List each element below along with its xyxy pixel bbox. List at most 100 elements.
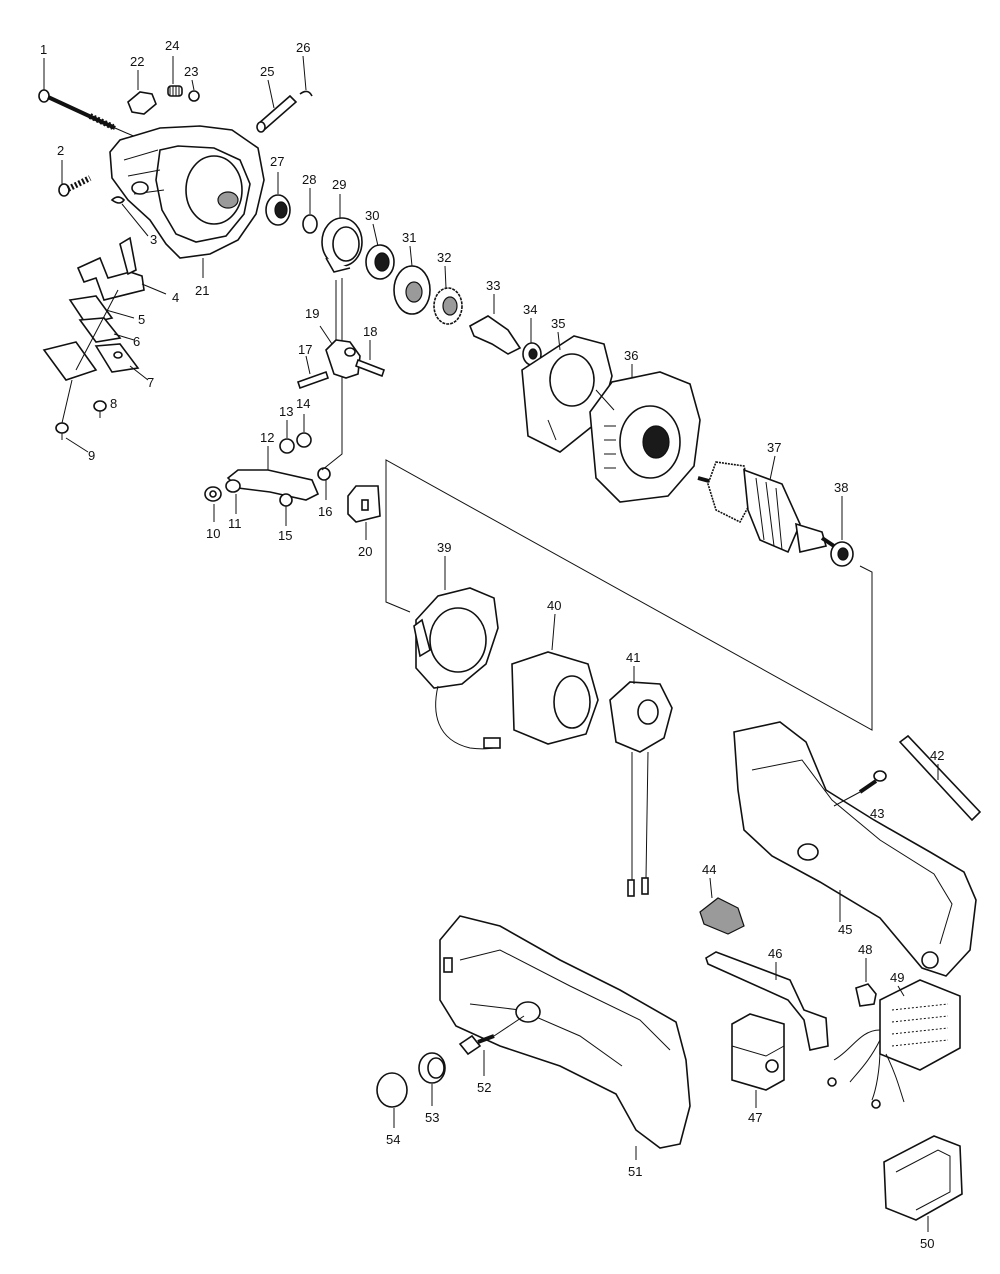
label-41: 41 [626, 650, 640, 665]
label-31: 31 [402, 230, 416, 245]
part-16-washer [317, 467, 331, 500]
label-54: 54 [386, 1132, 400, 1147]
part-45-housing-right [733, 721, 977, 977]
part-10-washer [204, 486, 222, 522]
part-35-gasket [521, 331, 613, 453]
label-7: 7 [147, 375, 154, 390]
part-9-screw [55, 379, 89, 453]
part-22-block [127, 70, 157, 115]
part-28-washer [302, 188, 318, 234]
label-24: 24 [165, 38, 179, 53]
part-50-battery-holder [883, 1135, 963, 1232]
label-16: 16 [318, 504, 332, 519]
label-26: 26 [296, 40, 310, 55]
label-46: 46 [768, 946, 782, 961]
label-53: 53 [425, 1110, 439, 1125]
part-38-bearing [830, 496, 854, 567]
label-8: 8 [110, 396, 117, 411]
part-4-bracket [76, 236, 167, 301]
label-50: 50 [920, 1236, 934, 1251]
part-29-retainer [321, 194, 363, 340]
label-38: 38 [834, 480, 848, 495]
label-2: 2 [57, 143, 64, 158]
label-39: 39 [437, 540, 451, 555]
part-6-plate [78, 317, 135, 343]
part-36-motor-housing [589, 364, 701, 503]
part-26-clip [299, 55, 313, 97]
label-6: 6 [133, 334, 140, 349]
label-9: 9 [88, 448, 95, 463]
part-37-armature [697, 455, 836, 554]
label-28: 28 [302, 172, 316, 187]
part-14-washer [296, 414, 312, 448]
part-52-screw [458, 1015, 525, 1076]
label-19: 19 [305, 306, 319, 321]
part-23-nut [188, 79, 200, 102]
part-31-flange [393, 245, 431, 315]
label-23: 23 [184, 64, 198, 79]
part-15-washer [279, 493, 293, 526]
part-7-plate [94, 343, 149, 381]
label-25: 25 [260, 64, 274, 79]
label-47: 47 [748, 1110, 762, 1125]
part-51-housing-left [439, 915, 691, 1160]
part-3-clip [110, 196, 149, 237]
part-32-gear [433, 265, 463, 325]
part-21-gear-housing [109, 125, 265, 278]
label-10: 10 [206, 526, 220, 541]
label-52: 52 [477, 1080, 491, 1095]
part-2-short-bolt [58, 160, 92, 197]
part-43-screw [833, 770, 887, 807]
label-18: 18 [363, 324, 377, 339]
label-20: 20 [358, 544, 372, 559]
part-40-field-magnet [511, 613, 599, 745]
label-1: 1 [40, 42, 47, 57]
part-34-bearing [522, 318, 542, 366]
part-54-cap [376, 1072, 408, 1128]
label-45: 45 [838, 922, 852, 937]
label-33: 33 [486, 278, 500, 293]
part-17-pin [296, 355, 330, 390]
part-5-plate [68, 295, 135, 325]
label-36: 36 [624, 348, 638, 363]
part-11-washer [225, 479, 241, 514]
part-44-trigger [699, 877, 745, 935]
part-53-cap [418, 1052, 446, 1106]
label-27: 27 [270, 154, 284, 169]
part-42-label-strip [898, 734, 982, 822]
part-46-switch-lever [705, 951, 829, 1051]
label-42: 42 [930, 748, 944, 763]
label-48: 48 [858, 942, 872, 957]
label-44: 44 [702, 862, 716, 877]
label-13: 13 [279, 404, 293, 419]
label-4: 4 [172, 290, 179, 305]
part-47-switch [731, 1013, 785, 1108]
label-17: 17 [298, 342, 312, 357]
label-3: 3 [150, 232, 157, 247]
label-35: 35 [551, 316, 565, 331]
part-27-bearing [265, 172, 291, 226]
label-15: 15 [278, 528, 292, 543]
part-39-baffle [413, 556, 501, 750]
part-labels: 1 2 3 4 5 6 7 8 9 10 11 12 13 14 15 16 1… [40, 38, 944, 1251]
label-21: 21 [195, 283, 209, 298]
label-37: 37 [767, 440, 781, 455]
label-22: 22 [130, 54, 144, 69]
part-41-brush-holder [609, 666, 673, 897]
label-30: 30 [365, 208, 379, 223]
part-25-pin [256, 79, 298, 133]
label-29: 29 [332, 177, 346, 192]
part-24-spring [167, 56, 183, 97]
part-33-spindle [468, 294, 522, 355]
part-13-washer [279, 420, 295, 454]
label-11: 11 [228, 516, 242, 531]
label-34: 34 [523, 302, 537, 317]
label-49: 49 [890, 970, 904, 985]
part-19-bracket [319, 325, 361, 379]
label-40: 40 [547, 598, 561, 613]
part-18-pin [354, 340, 386, 378]
part-49-controller [827, 979, 961, 1109]
label-14: 14 [296, 396, 310, 411]
label-43: 43 [870, 806, 884, 821]
